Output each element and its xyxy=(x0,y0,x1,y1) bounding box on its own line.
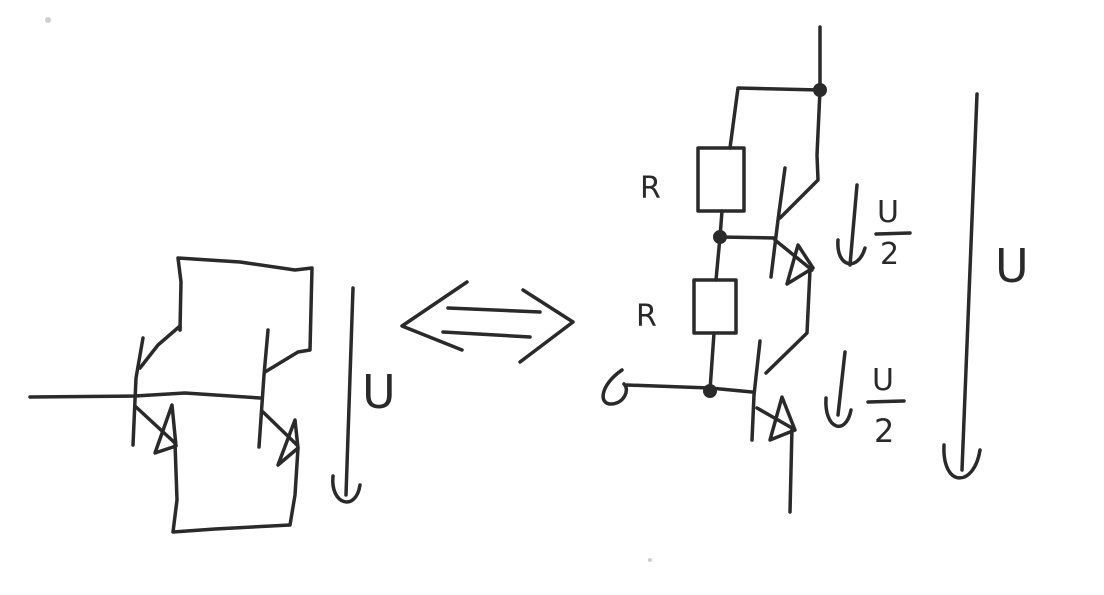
upper-fraction-bar xyxy=(874,231,912,236)
lower-transistor-base-bar xyxy=(750,339,762,442)
left-t2-emitter xyxy=(261,410,299,447)
left-voltage-label: U xyxy=(362,365,396,419)
upper-base-wire xyxy=(718,235,777,240)
left-t1-collector xyxy=(138,324,182,370)
equivalence-right-head xyxy=(518,288,575,364)
left-t2-base-bar xyxy=(257,328,270,449)
input-wire xyxy=(625,383,754,394)
right-supply-line xyxy=(778,25,822,220)
lower-half-voltage-arrowhead xyxy=(824,396,853,428)
left-base-line xyxy=(28,391,262,400)
left-t2-emitter-arrow xyxy=(276,418,300,467)
paper-speck xyxy=(45,17,51,23)
upper-transistor-emitter-arrow xyxy=(785,243,815,286)
upper-half-voltage-denominator: 2 xyxy=(880,237,899,272)
lower-transistor-emitter-arrow xyxy=(768,395,797,442)
upper-half-voltage-arrow-shaft xyxy=(848,183,859,267)
lower-fraction-bar xyxy=(866,399,906,404)
total-voltage-arrow-shaft xyxy=(960,92,979,472)
left-t1-emitter-arrow xyxy=(153,403,178,455)
lower-half-voltage-numerator: U xyxy=(872,363,894,398)
left-top-loop-wire xyxy=(176,256,314,374)
resistor-2 xyxy=(692,278,738,335)
right-divider-wire xyxy=(714,209,724,282)
resistor-1-label: R xyxy=(640,171,661,206)
upper-half-voltage-numerator: U xyxy=(877,195,899,230)
left-voltage-arrow-shaft xyxy=(344,286,355,497)
left-voltage-arrowhead xyxy=(331,474,362,504)
equivalence-lower-bar xyxy=(441,330,532,339)
bottom-output-line xyxy=(788,426,794,514)
left-bottom-loop-wire xyxy=(171,441,300,534)
left-circuit: U xyxy=(28,256,396,534)
total-voltage-label: U xyxy=(995,239,1029,293)
upper-half-voltage-arrowhead xyxy=(836,238,867,266)
equivalence-upper-bar xyxy=(446,306,542,314)
resistor-2-label: R xyxy=(636,299,657,334)
equivalence-arrow xyxy=(400,280,575,364)
resistor-1 xyxy=(696,146,746,213)
left-t1-emitter xyxy=(134,405,177,445)
equivalence-left-head xyxy=(400,280,469,352)
paper-speck xyxy=(648,558,652,562)
total-voltage-arrowhead xyxy=(942,443,982,480)
lower-divider-wire xyxy=(708,331,716,392)
upper-emitter-to-lower-collector xyxy=(764,268,812,375)
upper-transistor-base-bar xyxy=(769,166,787,279)
right-top-wire xyxy=(728,86,822,150)
right-circuit: R R U 2 U 2 xyxy=(601,25,1029,514)
lower-half-voltage-denominator: 2 xyxy=(874,412,894,450)
lower-half-voltage-arrow-shaft xyxy=(836,350,847,417)
left-t1-base-bar xyxy=(131,336,145,447)
input-terminal xyxy=(601,368,629,406)
